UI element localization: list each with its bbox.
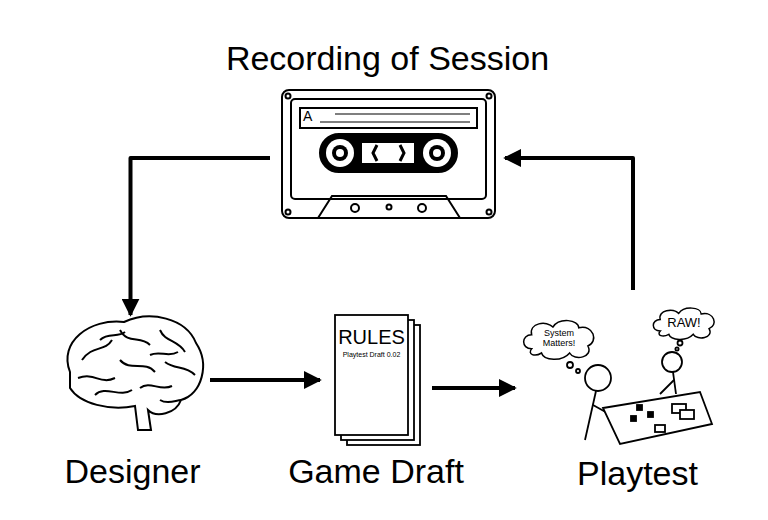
players-at-table [567,341,712,445]
rules-pages [335,315,420,445]
cassette-node: Recording of SessionA [270,30,505,220]
node-caption: Playtest [515,455,760,492]
flow-arrow [131,158,271,315]
flow-arrow [432,386,515,390]
designer-node: Designer [55,315,210,495]
flow-arrow [210,378,320,382]
game-draft-node: RULESPlaytest Draft 0.02Game Draft [320,310,432,495]
side-label: A [303,109,317,124]
flow-arrow [505,158,633,290]
thought-text: RAW! [667,316,700,330]
rules-heading: RULES [335,326,408,348]
brain [67,317,203,430]
draft-version: Playtest Draft 0.02 [330,351,413,359]
playtest-node: Playtest System Matters! RAW! [515,290,760,495]
node-caption: Game Draft [275,453,477,490]
thought-text: System Matters! [536,329,582,349]
thought-bubble: RAW! [651,306,717,340]
thought-bubble: System Matters! [521,318,597,360]
node-caption: Designer [35,453,230,490]
title-label: Recording of Session [210,40,565,77]
cassette-tape [282,90,495,218]
